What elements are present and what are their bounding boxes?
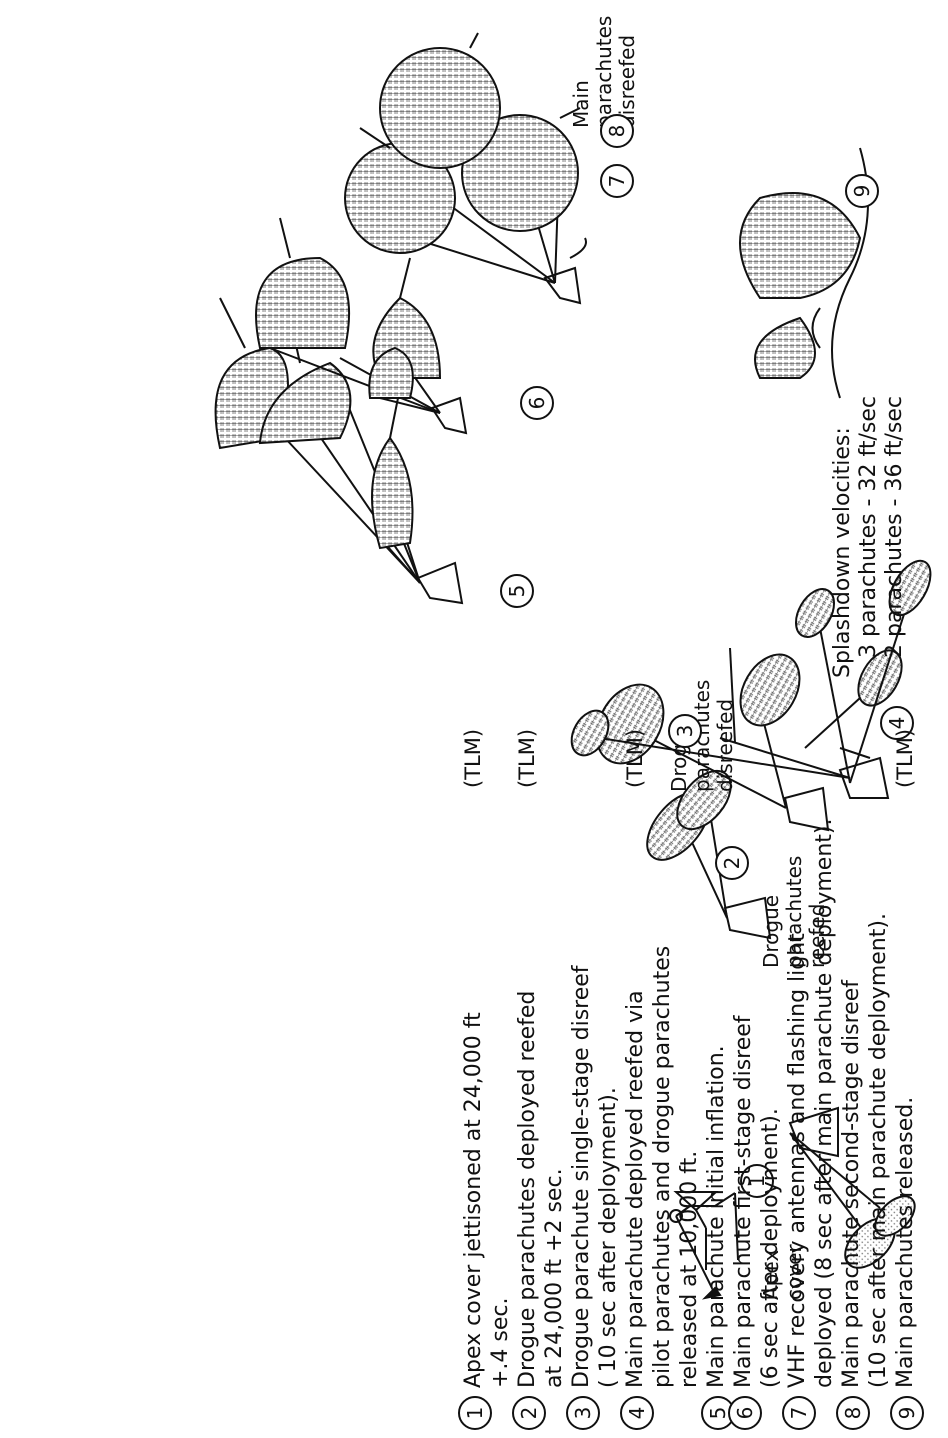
capsule-icon xyxy=(432,398,466,433)
legend-line: (10 sec after main parachute deployment)… xyxy=(866,913,892,1388)
legend-number-7: 7 xyxy=(782,1396,816,1430)
legend-line: (6 sec after deployment). xyxy=(758,1108,784,1388)
marker-3: 3 xyxy=(668,714,702,748)
legend-line: VHF recovery antennas and flashing light xyxy=(785,933,811,1388)
splashdown-title: Splashdown velocities: xyxy=(830,416,856,678)
capsule-icon xyxy=(545,268,580,303)
legend-line: pilot parachutes and drogue parachutes xyxy=(650,946,676,1388)
marker-6: 6 xyxy=(520,386,554,420)
legend-tlm-9: (TLM) xyxy=(893,729,917,788)
legend-line: Drogue parachute single-stage disreef xyxy=(569,965,595,1388)
legend-tlm-2: (TLM) xyxy=(515,729,539,788)
drogue-canopy-icon xyxy=(728,644,811,736)
legend-line: Main parachute first-stage disreef xyxy=(731,1015,757,1388)
legend-tlm-1: (TLM) xyxy=(461,729,485,788)
legend-tlm-4: (TLM) xyxy=(623,729,647,788)
legend-line: Apex cover jettisoned at 24,000 ft xyxy=(461,1012,487,1388)
legend-line: Main parachute initial inflation. xyxy=(704,1045,730,1388)
legend-number-8: 8 xyxy=(836,1396,870,1430)
legend-number-9: 9 xyxy=(890,1396,924,1430)
legend-number-2: 2 xyxy=(512,1396,546,1430)
legend-line: Main parachute second-stage disreef xyxy=(839,980,865,1388)
legend-number-1: 1 xyxy=(458,1396,492,1430)
capsule-in-water-icon xyxy=(755,318,815,378)
marker-8: 8 xyxy=(600,114,634,148)
capsule-icon xyxy=(418,563,462,603)
legend-line: deployed (8 sec after main parachute dep… xyxy=(812,819,838,1389)
stage-7-8-drawing xyxy=(345,33,586,303)
main-disreefed-label: Main parachutes disreefed xyxy=(570,16,639,128)
legend-line: Main parachutes released. xyxy=(893,1097,919,1388)
splashdown-line-1: 3 parachutes - 32 ft/sec xyxy=(856,396,882,658)
main-canopy-icon xyxy=(256,258,349,348)
legend-line: released at 10,000 ft. xyxy=(677,1151,703,1388)
legend-number-6: 6 xyxy=(728,1396,762,1430)
legend-number-4: 4 xyxy=(620,1396,654,1430)
legend-line: +.4 sec. xyxy=(488,1297,514,1388)
splashdown-block: Splashdown velocities: 3 parachutes - 32… xyxy=(830,416,908,678)
legend-number-3: 3 xyxy=(566,1396,600,1430)
legend-line: Main parachute deployed reefed via xyxy=(623,990,649,1388)
marker-7: 7 xyxy=(600,164,634,198)
splashdown-line-2: 2 parachutes - 36 ft/sec xyxy=(882,396,908,658)
marker-2: 2 xyxy=(715,846,749,880)
legend-line: at 24,000 ft +2 sec. xyxy=(542,1168,568,1388)
marker-5: 5 xyxy=(500,574,534,608)
legend-line: Drogue parachutes deployed reefed xyxy=(515,991,541,1388)
legend-line: ( 10 sec after deployment). xyxy=(596,1087,622,1388)
marker-9: 9 xyxy=(845,174,879,208)
